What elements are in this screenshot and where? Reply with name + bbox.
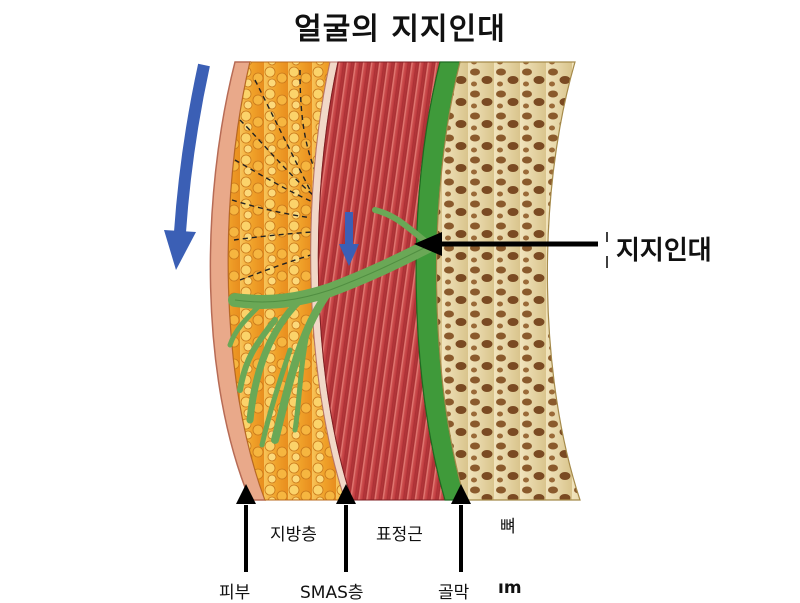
page-title: 얼굴의 지지인대	[294, 12, 506, 47]
pointer-arrows	[236, 484, 471, 572]
label-smas: SMAS층	[300, 583, 364, 603]
blue-arrow-large	[164, 63, 210, 270]
label-fat: 지방층	[270, 525, 317, 545]
label-bone: 뼈	[500, 517, 516, 537]
label-muscle: 표정근	[376, 525, 423, 545]
bone-layer	[435, 61, 581, 501]
label-periosteum: 골막	[438, 583, 470, 603]
label-skin: 피부	[219, 583, 251, 603]
callout-arrow	[414, 232, 598, 256]
callout-label-ligament: 지지인대	[616, 236, 712, 266]
blue-arrow-small	[339, 212, 359, 266]
label-partial: ım	[498, 578, 522, 598]
